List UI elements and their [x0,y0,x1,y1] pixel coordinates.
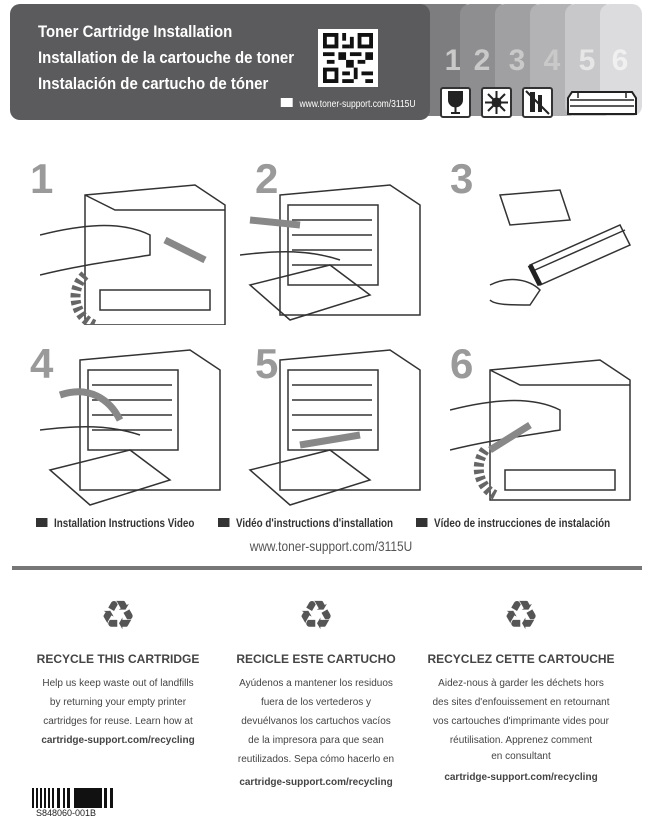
video-camera-icon [416,518,428,527]
recycle-text: Aidez-nous à garder les déchets hors [438,678,604,689]
recycle-text: reutilizados. Sepa cómo hacerlo en [237,754,395,765]
toner-cartridge-icon [566,88,638,118]
recycle-column-fr: ♻ RECYCLEZ CETTE CARTOUCHE Aidez-nous à … [416,592,626,787]
video-url[interactable]: www.toner-support.com/3115U [249,538,413,554]
qr-code[interactable] [318,29,378,87]
step-tab-number: 1 [444,44,462,77]
video-camera-icon [218,518,230,527]
section-divider [12,566,642,570]
recycle-icon: ♻ [503,594,539,638]
step-2-illustration: 2 [240,150,440,325]
step-number: 1 [30,155,54,202]
recycle-icon: ♻ [100,594,136,638]
step-1-illustration: 1 [30,150,230,325]
step-number: 2 [255,155,279,202]
part-number: S848060-001B [36,808,97,818]
recycle-text: des sites d'enfouissement en retournant [432,697,610,708]
recycle-heading: RECYCLE THIS CARTRIDGE [36,652,200,666]
header-video-link[interactable]: www.toner-support.com/3115U [281,98,416,110]
recycle-heading: RECYCLEZ CETTE CARTOUCHE [427,652,615,666]
video-link-label: Vídeo de instrucciones de instalación [434,516,611,530]
step-4-illustration: 4 [30,335,230,510]
recycle-column-es: ♻ RECICLE ESTE CARTUCHO Ayúdenos a mante… [211,592,421,792]
title-fr: Installation de la cartouche de toner [38,48,295,67]
recycle-text: fuera de los vertederos y [260,697,372,708]
recycle-text: Ayúdenos a mantener los residuos [239,678,393,689]
header-video-url: www.toner-support.com/3115U [299,99,416,110]
step-5-illustration: 5 [240,335,440,510]
recycle-icon: ♻ [298,594,334,638]
step-number: 6 [450,340,474,387]
recycle-text: de la impresora para que sean [248,735,384,746]
recycle-text: en consultant [491,751,551,762]
video-link-es[interactable]: Vídeo de instrucciones de instalación [416,516,610,530]
video-camera-icon [36,518,48,527]
recycle-column-en: ♻ RECYCLE THIS CARTRIDGE Help us keep wa… [13,592,223,750]
barcode [32,788,115,808]
title-en: Toner Cartridge Installation [38,22,233,41]
no-light-exposure-icon [481,87,512,118]
step-number: 3 [450,155,474,202]
fragile-icon [440,87,471,118]
step-3-illustration: 3 [450,150,650,325]
recycle-heading: RECICLE ESTE CARTUCHO [236,652,396,666]
video-link-label: Installation Instructions Video [54,516,195,530]
step-tab-number: 3 [508,44,526,77]
title-es: Instalación de cartucho de tóner [38,74,269,93]
step-number: 5 [255,340,279,387]
recycle-link[interactable]: cartridge-support.com/recycling [444,772,598,783]
video-link-fr[interactable]: Vidéo d'instructions d'installation [218,516,393,530]
recycle-text: vos cartouches d'imprimante vides pour [433,716,609,727]
recycle-text: by returning your empty printer [49,697,187,708]
header-banner: Toner Cartridge Installation Installatio… [10,4,430,120]
recycle-text: Help us keep waste out of landfills [42,678,194,689]
video-link-en[interactable]: Installation Instructions Video [36,516,194,530]
step-6-illustration: 6 [450,335,650,510]
recycle-text: devuélvanos los cartuchos vacíos [241,716,391,727]
step-tab-number: 4 [543,44,561,77]
recycle-text: réutilisation. Apprenez comment [449,735,593,746]
video-link-label: Vidéo d'instructions d'installation [236,516,394,530]
recycle-link[interactable]: cartridge-support.com/recycling [41,735,195,746]
recycle-link[interactable]: cartridge-support.com/recycling [239,777,393,788]
step-number: 4 [30,340,54,387]
recycle-text: cartridges for reuse. Learn how at [43,716,193,727]
video-camera-icon [281,98,294,107]
step-tab-number: 2 [473,44,491,77]
step-tab-number: 5 [578,44,596,77]
no-touch-drum-icon [522,87,553,118]
step-tab-number: 6 [611,44,629,77]
